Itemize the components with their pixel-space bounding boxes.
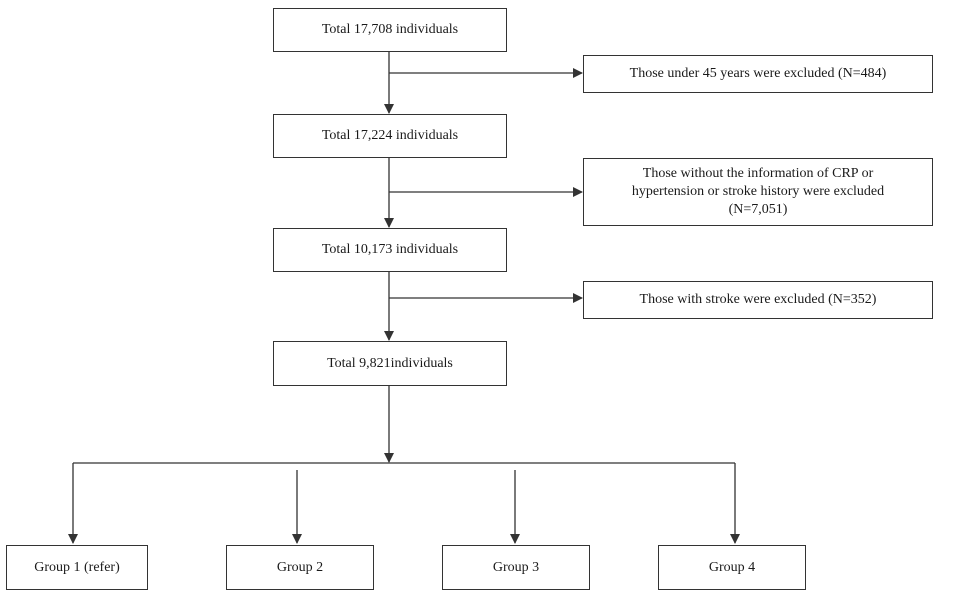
step2-box: Total 17,224 individuals (273, 114, 507, 158)
group1-label: Group 1 (refer) (34, 559, 120, 575)
step4-box: Total 9,821individuals (273, 341, 507, 386)
step2-label: Total 17,224 individuals (321, 128, 459, 143)
exclusion2-box: Those without the information of CRP or … (583, 158, 933, 226)
group4-label: Group 4 (708, 559, 756, 575)
exclusion1-label: Those under 45 years were excluded (N=48… (629, 66, 887, 81)
exclusion3-box: Those with stroke were excluded (N=352) (583, 281, 933, 319)
group2-label: Group 2 (276, 559, 324, 575)
step1-box: Total 17,708 individuals (273, 8, 507, 52)
exclusion2-line2: hypertension or stroke history were excl… (631, 184, 885, 199)
group1-box: Group 1 (refer) (6, 545, 148, 590)
group2-box: Group 2 (226, 545, 374, 590)
step1-label: Total 17,708 individuals (321, 22, 459, 37)
step3-label: Total 10,173 individuals (321, 242, 459, 257)
exclusion2-line3: (N=7,051) (728, 202, 788, 217)
step3-box: Total 10,173 individuals (273, 228, 507, 272)
exclusion2-line1: Those without the information of CRP or (642, 166, 874, 181)
group3-box: Group 3 (442, 545, 590, 590)
group3-label: Group 3 (492, 559, 540, 575)
exclusion1-box: Those under 45 years were excluded (N=48… (583, 55, 933, 93)
step4-label: Total 9,821individuals (327, 355, 453, 371)
exclusion3-label: Those with stroke were excluded (N=352) (639, 292, 877, 307)
group4-box: Group 4 (658, 545, 806, 590)
